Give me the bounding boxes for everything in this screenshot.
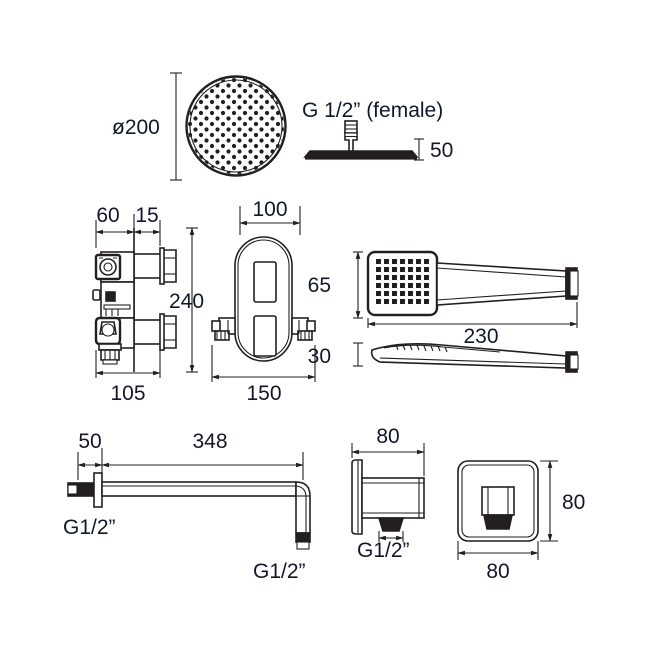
dim-outlet-80-height	[540, 460, 558, 542]
label-plate-100: 100	[252, 198, 287, 221]
label-outlet-80-side: 80	[376, 425, 399, 448]
dim-plate-100	[239, 206, 301, 235]
label-valve-15: 15	[135, 204, 158, 227]
shower-arm-view	[67, 472, 311, 550]
dim-arm-348	[101, 452, 304, 480]
label-outlet-80-width: 80	[486, 560, 509, 583]
dim-valve-105	[95, 350, 161, 378]
handset-side-profile	[370, 342, 579, 373]
wall-outlet-front-view	[457, 460, 539, 542]
label-valve-60: 60	[96, 204, 119, 227]
label-thickness-50: 50	[430, 139, 453, 162]
overhead-shower-head-plan	[185, 75, 287, 177]
dim-outlet-thread-width	[378, 531, 404, 542]
label-thread-female: G 1/2” (female)	[302, 99, 443, 122]
label-handset-30: 30	[308, 345, 331, 368]
handset-face-view	[366, 250, 579, 317]
dim-handset-230	[367, 302, 578, 328]
label-outlet-80-height: 80	[562, 491, 585, 514]
label-arm-50: 50	[78, 430, 101, 453]
label-plate-150: 150	[246, 382, 281, 405]
dim-plate-150	[211, 345, 316, 382]
dim-outlet-80-side	[351, 443, 425, 476]
label-handset-230: 230	[463, 325, 498, 348]
label-arm-348: 348	[192, 430, 227, 453]
dim-valve-60-15	[95, 214, 161, 252]
label-diameter-200: ø200	[112, 116, 160, 139]
label-valve-105: 105	[110, 382, 145, 405]
dim-handset-65	[353, 251, 363, 319]
label-arm-outlet-thread: G1/2”	[253, 560, 306, 583]
label-arm-inlet-thread: G1/2”	[63, 516, 116, 539]
dim-valve-240	[186, 227, 198, 373]
label-valve-240: 240	[169, 290, 204, 313]
wall-outlet-side-view	[351, 459, 425, 535]
dim-handset-30	[353, 342, 363, 367]
dim-thickness-50	[414, 138, 424, 161]
label-handset-65: 65	[308, 274, 331, 297]
valve-face-plate-front-view	[211, 236, 316, 362]
dim-diameter-200	[170, 72, 182, 181]
overhead-shower-head-side	[303, 120, 419, 160]
concealed-valve-side-view	[92, 228, 177, 372]
label-outlet-thread: G1/2”	[357, 539, 410, 562]
dim-outlet-80-width	[457, 541, 539, 560]
